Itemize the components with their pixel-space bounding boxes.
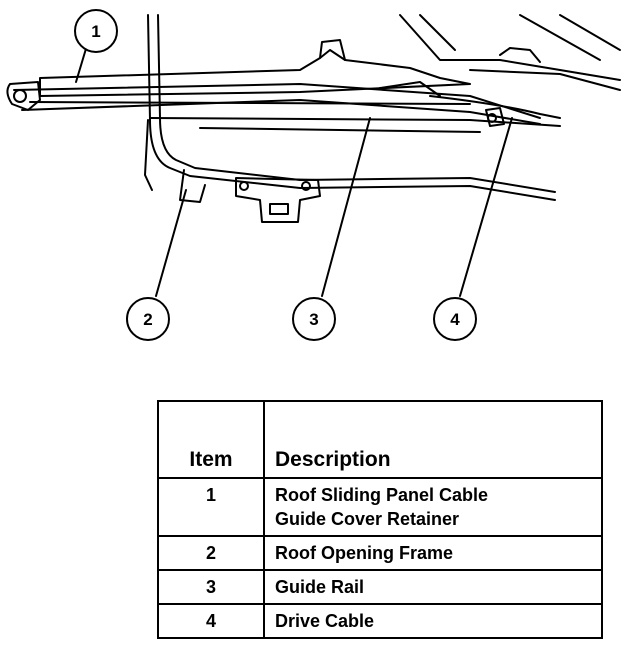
leader-line-2 — [155, 189, 187, 297]
callout-1-label: 1 — [91, 22, 100, 41]
roof-opening-frame — [147, 14, 556, 201]
legend-table: Item Description 1 Roof Sliding Panel Ca… — [157, 400, 603, 639]
legend-description: Drive Cable — [263, 603, 603, 639]
callout-2: 2 — [126, 297, 170, 341]
legend-item-number: 1 — [157, 477, 265, 537]
callout-4-label: 4 — [450, 310, 460, 329]
legend-description-line: Roof Opening Frame — [275, 543, 454, 563]
callout-1: 1 — [74, 9, 118, 53]
legend-description-line: Guide Rail — [275, 577, 365, 597]
mounting-bracket — [235, 177, 321, 223]
roof-mechanism-illustration: 1 2 3 4 — [6, 9, 621, 341]
callout-3: 3 — [292, 297, 336, 341]
legend-description: Guide Rail — [263, 569, 603, 605]
description-column-header: Description — [263, 400, 603, 479]
leader-line-4 — [459, 117, 513, 297]
callout-3-label: 3 — [309, 310, 318, 329]
legend-item-number: 4 — [157, 603, 265, 639]
legend-description-line: Guide Cover Retainer — [275, 509, 460, 529]
legend-header-row: Item Description — [157, 400, 603, 479]
legend-row: 4 Drive Cable — [157, 603, 603, 639]
callout-2-label: 2 — [143, 310, 152, 329]
callout-4: 4 — [433, 297, 477, 341]
drive-cable — [429, 95, 561, 119]
legend-description-line: Drive Cable — [275, 611, 375, 631]
legend-description: Roof Sliding Panel Cable Guide Cover Ret… — [263, 477, 603, 537]
cable-guide-cover-retainer — [39, 49, 471, 97]
legend-description: Roof Opening Frame — [263, 535, 603, 571]
legend-row: 1 Roof Sliding Panel Cable Guide Cover R… — [157, 477, 603, 537]
legend-item-number: 2 — [157, 535, 265, 571]
legend-description-line: Roof Sliding Panel Cable — [275, 485, 489, 505]
legend-row: 2 Roof Opening Frame — [157, 535, 603, 571]
legend-item-number: 3 — [157, 569, 265, 605]
leader-line-3 — [321, 117, 371, 297]
legend-row: 3 Guide Rail — [157, 569, 603, 605]
item-column-header: Item — [157, 400, 265, 479]
